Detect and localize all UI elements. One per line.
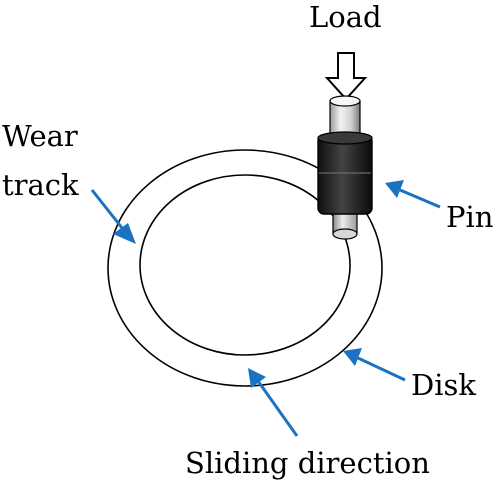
pointer-arrows: [90, 180, 441, 437]
sliding-direction-label: Sliding direction: [185, 446, 430, 480]
load-arrow: [324, 52, 368, 101]
wear-track-label-line2: track: [2, 168, 79, 202]
pin-tip-bottom: [332, 228, 358, 240]
disk: [107, 149, 383, 387]
disk-label: Disk: [411, 368, 476, 402]
disk-arrow: [343, 348, 406, 382]
pin-label: Pin: [446, 200, 493, 234]
pin-sleeve-top: [317, 131, 373, 145]
pin-sleeve: [317, 134, 373, 215]
sliding-direction-arrow: [248, 368, 299, 437]
disk-outer-edge: [107, 149, 383, 387]
wear-track-label-line1: Wear: [2, 119, 78, 153]
pin-arrow: [385, 180, 441, 209]
disk-inner-edge: [139, 174, 351, 356]
wear-track-arrow: [90, 189, 136, 244]
load-label: Load: [309, 0, 382, 34]
pin-shaft-top: [329, 95, 361, 107]
pin: [317, 95, 373, 240]
